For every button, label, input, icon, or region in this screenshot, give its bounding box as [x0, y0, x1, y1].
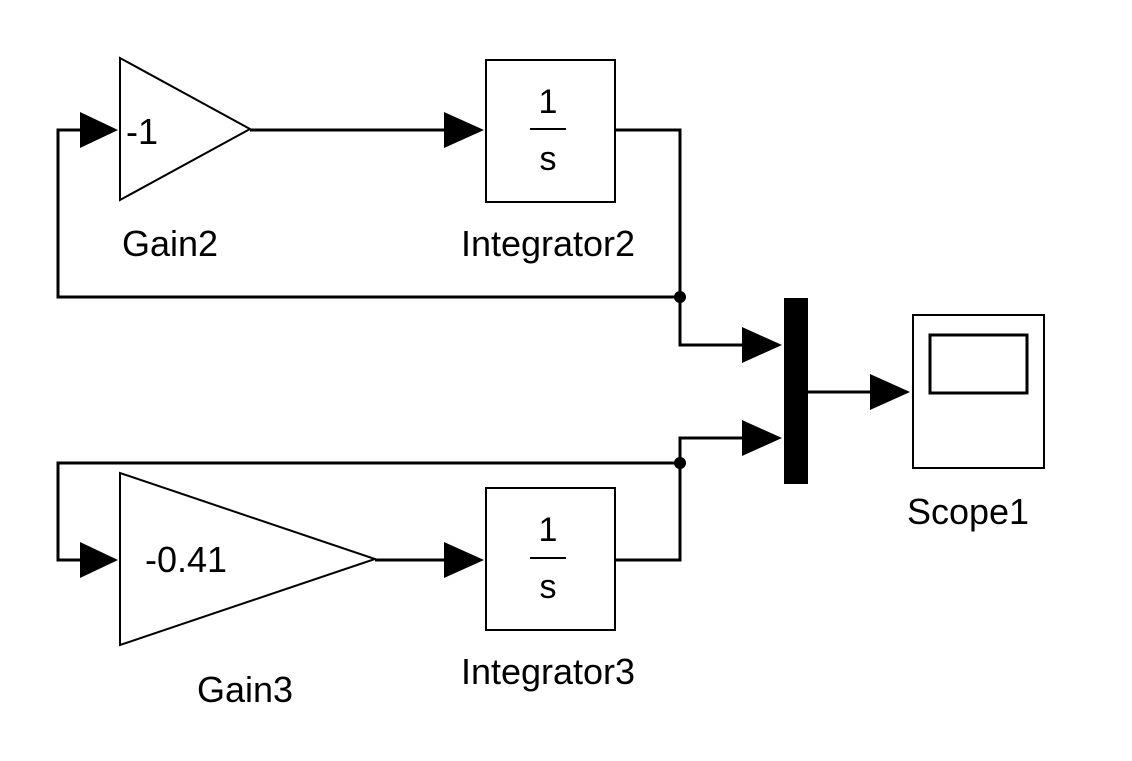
branch-point-bottom — [674, 457, 686, 469]
gain3-label: Gain3 — [197, 669, 293, 710]
arrowhead-gain2-input — [80, 112, 118, 148]
integrator3-numerator: 1 — [539, 511, 558, 549]
arrowheads — [80, 112, 910, 578]
integrator3-denominator: s — [540, 568, 557, 606]
gain3-block[interactable]: -0.41 Gain3 — [119, 471, 379, 710]
scope1-block[interactable]: Scope1 — [907, 314, 1045, 532]
integrator2-numerator: 1 — [539, 83, 558, 121]
arrowhead-mux-input-1 — [742, 327, 782, 363]
arrowhead-gain3-input — [80, 542, 118, 578]
gain3-triangle[interactable] — [119, 471, 379, 647]
integrator2-label: Integrator2 — [461, 223, 635, 264]
arrowhead-scope1-input — [870, 374, 910, 410]
integrator2-block[interactable]: 1 s Integrator2 — [461, 59, 635, 264]
integrator2-denominator: s — [540, 140, 557, 178]
integrator3-label: Integrator3 — [461, 651, 635, 692]
signal-lines — [56, 128, 875, 562]
signal-feedback-gain3 — [56, 461, 680, 562]
mux-block[interactable] — [784, 298, 808, 484]
signal-integrator2-output — [615, 128, 682, 297]
signal-to-mux-input-2 — [678, 436, 746, 463]
branch-point-top — [674, 291, 686, 303]
arrowhead-integrator2-input — [444, 112, 484, 148]
gain3-value: -0.41 — [145, 539, 227, 580]
scope1-screen — [928, 333, 1029, 395]
integrator3-block[interactable]: 1 s Integrator3 — [461, 487, 635, 692]
gain2-block[interactable]: -1 Gain2 — [119, 56, 253, 264]
arrowhead-mux-input-2 — [742, 420, 782, 456]
gain2-value: -1 — [126, 111, 158, 152]
signal-feedback-gain2 — [56, 128, 680, 299]
scope1-label: Scope1 — [907, 491, 1029, 532]
gain2-triangle[interactable] — [119, 56, 253, 202]
integrator2-rect[interactable] — [485, 59, 616, 203]
gain2-label: Gain2 — [122, 223, 218, 264]
signal-integrator3-output — [615, 463, 682, 562]
signal-to-mux-input-1 — [678, 297, 746, 347]
arrowhead-integrator3-input — [444, 542, 484, 578]
